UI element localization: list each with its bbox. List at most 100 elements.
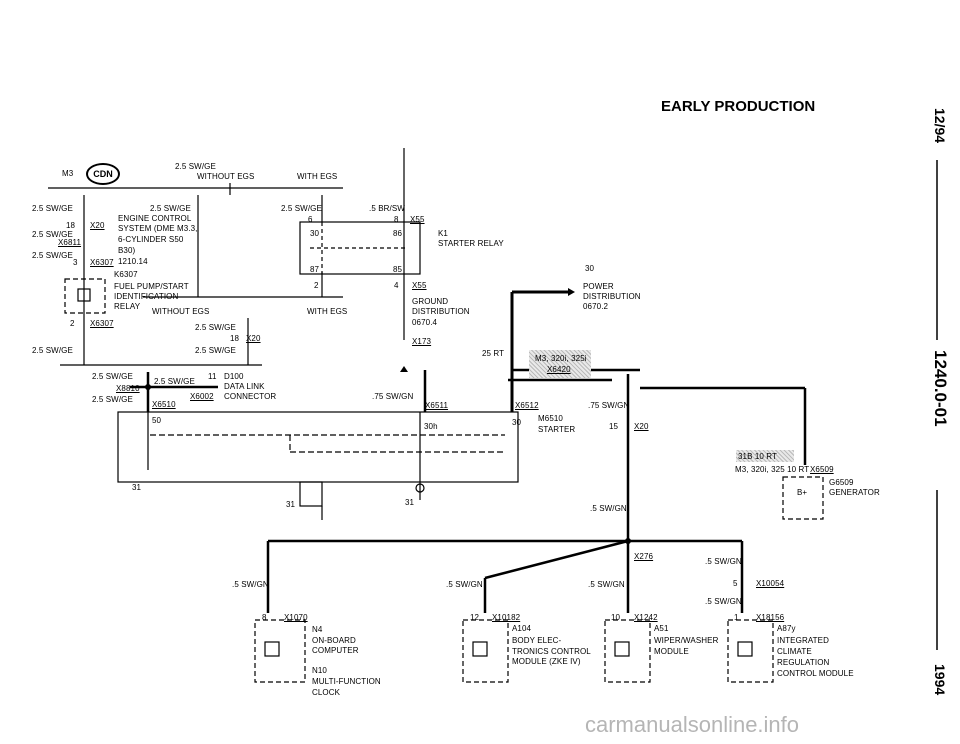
pin-label: 30 [512, 418, 522, 427]
a51-code: A51 [654, 624, 669, 633]
power-ref: 0670.2 [583, 302, 609, 311]
margin-date: 12/94 [932, 108, 948, 144]
pin-label: 4 [394, 281, 399, 290]
connector-x6811: X6811 [58, 238, 82, 247]
connector-x55: X55 [412, 281, 427, 290]
ground-label: DISTRIBUTION [412, 307, 470, 316]
wire-label: .5 SW/GN [588, 580, 625, 589]
a104-code: A104 [512, 624, 532, 633]
k6307-label: RELAY [114, 302, 141, 311]
n4-code: N4 [312, 625, 323, 634]
pin-label: 30 [310, 229, 320, 238]
wire-label: .5 SW/GN [446, 580, 483, 589]
variant-m3: M3 [62, 169, 74, 178]
connector-x8810: X8810 [116, 384, 140, 393]
k1-relay-box [299, 221, 421, 275]
ground-label: GROUND [412, 297, 449, 306]
margin-page-code: 1240.0-01 [931, 350, 950, 427]
a51-label: WIPER/WASHER [654, 636, 719, 645]
g6509-label: GENERATOR [829, 488, 880, 497]
variant-without-egs-top: WITHOUT EGS [197, 172, 255, 181]
pin-label: 2 [314, 281, 319, 290]
d100-code: D100 [224, 372, 244, 381]
wire-label: 2.5 SW/GE [32, 251, 73, 260]
wire-label: 2.5 SW/GE [92, 395, 133, 404]
pin-label: 2 [70, 319, 75, 328]
connector-x6511: X6511 [425, 401, 449, 410]
pin-label: B+ [797, 488, 808, 497]
connector-x276: X276 [634, 552, 654, 561]
wire-label: 2.5 SW/GE [281, 204, 322, 213]
a104-box [462, 619, 509, 683]
k6307-label: FUEL PUMP/START [114, 282, 189, 291]
ecu-ref: 1210.14 [118, 257, 148, 266]
starter-motor-box [117, 411, 519, 483]
a87-label: INTEGRATED [777, 636, 829, 645]
a104-label: BODY ELEC- [512, 636, 562, 645]
connector-x6002: X6002 [190, 392, 214, 401]
wire-label: 2.5 SW/GE [154, 377, 195, 386]
n4-box [254, 619, 306, 683]
g6509-code: G6509 [829, 478, 854, 487]
variant-with-egs-mid: WITH EGS [307, 307, 348, 316]
wire-label: 2.5 SW/GE [195, 323, 236, 332]
a51-label: MODULE [654, 647, 689, 656]
connector-x55: X55 [410, 215, 425, 224]
pin-label: 85 [393, 265, 403, 274]
connector-x20: X20 [90, 221, 105, 230]
n4-label: ON-BOARD [312, 636, 356, 645]
k6307-label: IDENTIFICATION [114, 292, 179, 301]
wire-label: .5 SW/GN [232, 580, 269, 589]
wire-label: .5 SW/GN [590, 504, 627, 513]
connector-x6307: X6307 [90, 319, 114, 328]
ecu-label: ENGINE CONTROL [118, 214, 192, 223]
k1-label: STARTER RELAY [438, 239, 504, 248]
pin-label: 1 [734, 613, 739, 622]
page-title: EARLY PRODUCTION [661, 98, 816, 115]
a87-code: A87y [777, 624, 796, 633]
pin-label: 5 [733, 579, 738, 588]
wire-label: 2.5 SW/GE [175, 162, 216, 171]
pin-label: 87 [310, 265, 320, 274]
connector-x6420: X6420 [547, 365, 571, 374]
wire-label: .5 SW/GN [705, 597, 742, 606]
margin-year: 1994 [932, 664, 948, 696]
connector-x10182: X10182 [492, 613, 521, 622]
connector-x18156: X18156 [756, 613, 785, 622]
rt31-variant-shade [736, 450, 794, 462]
ground-pin: 31 [405, 498, 415, 507]
ground-pin: 31 [132, 483, 142, 492]
watermark: carmanualsonline.info [585, 712, 800, 737]
power-label: 30 [585, 264, 595, 273]
wire-label: 2.5 SW/GE [195, 346, 236, 355]
pin-label: 18 [66, 221, 76, 230]
variant-with-egs-top: WITH EGS [297, 172, 338, 181]
k6307-box [64, 278, 106, 314]
a87-label: REGULATION [777, 658, 830, 667]
pin-label: 8 [394, 215, 399, 224]
connector-x1242: X1242 [634, 613, 658, 622]
k6307-code: K6307 [114, 270, 138, 279]
connector-x6509: X6509 [810, 465, 834, 474]
wire-label: .5 SW/GN [705, 557, 742, 566]
ecu-label: B30) [118, 246, 136, 255]
wire-label: 25 RT [482, 349, 505, 358]
connector-x173: X173 [412, 337, 432, 346]
variant-label: M3, 320i, 325i [535, 354, 587, 363]
ground-ref: 0670.4 [412, 318, 438, 327]
wire-label: .5 BR/SW [369, 204, 405, 213]
g6509-generator-box [782, 476, 824, 520]
pin-label: 18 [230, 334, 240, 343]
wire-label: 2.5 SW/GE [150, 204, 191, 213]
n10-code: N10 [312, 666, 327, 675]
power-label: POWER [583, 282, 614, 291]
connector-x20: X20 [634, 422, 649, 431]
wire-label: 2.5 SW/GE [32, 346, 73, 355]
d100-label: DATA LINK [224, 382, 265, 391]
variant-label: 31B 10 RT [738, 452, 777, 461]
ecu-label: 6-CYLINDER S50 [118, 235, 184, 244]
a87-label: CLIMATE [777, 647, 812, 656]
pin-label: 11 [208, 372, 217, 381]
m6510-code: M6510 [538, 414, 563, 423]
